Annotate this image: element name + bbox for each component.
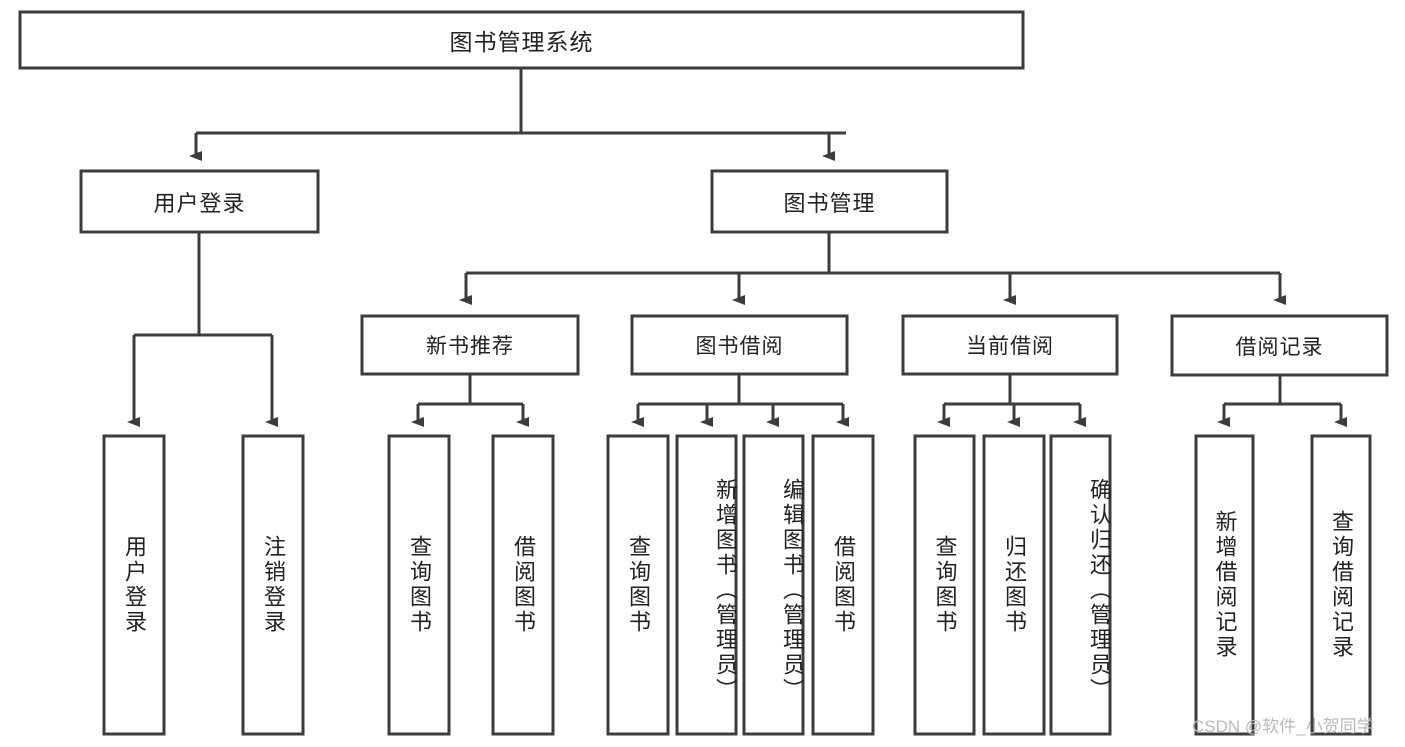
node-leaf-confirm-return[interactable] <box>1049 434 1112 736</box>
node-leaf-query-book-1[interactable] <box>387 434 451 736</box>
edge-root-to-level1 <box>189 68 846 161</box>
node-book-borrow[interactable] <box>630 314 849 376</box>
node-leaf-borrow-book-2[interactable] <box>811 434 875 736</box>
node-leaf-query-book-3[interactable] <box>913 434 976 736</box>
edge-borrowrecord-to-leaves <box>1217 375 1347 427</box>
node-leaf-query-record[interactable] <box>1310 434 1372 736</box>
node-current-borrow[interactable] <box>901 314 1119 376</box>
edge-currentborrow-to-leaves <box>937 374 1086 427</box>
edge-userlogin-to-leaves <box>127 232 278 427</box>
node-borrow-record[interactable] <box>1170 314 1389 377</box>
node-leaf-edit-book[interactable] <box>742 434 805 736</box>
node-new-book-recommend[interactable] <box>360 314 580 376</box>
node-leaf-add-record[interactable] <box>1194 434 1255 736</box>
node-leaf-add-book[interactable] <box>675 434 738 736</box>
node-leaf-return-book[interactable] <box>982 434 1046 736</box>
node-book-management[interactable] <box>710 169 949 234</box>
node-leaf-logout-login[interactable] <box>241 434 305 736</box>
edge-bookborrow-to-leaves <box>631 374 849 427</box>
node-leaf-user-login[interactable] <box>102 434 166 736</box>
edge-newbook-to-leaves <box>411 374 529 427</box>
node-user-login[interactable] <box>79 169 320 234</box>
node-leaf-borrow-book-1[interactable] <box>491 434 555 736</box>
node-root[interactable] <box>18 10 1025 70</box>
edge-bookmgmt-to-level2 <box>459 232 1286 305</box>
node-leaf-query-book-2[interactable] <box>606 434 670 736</box>
